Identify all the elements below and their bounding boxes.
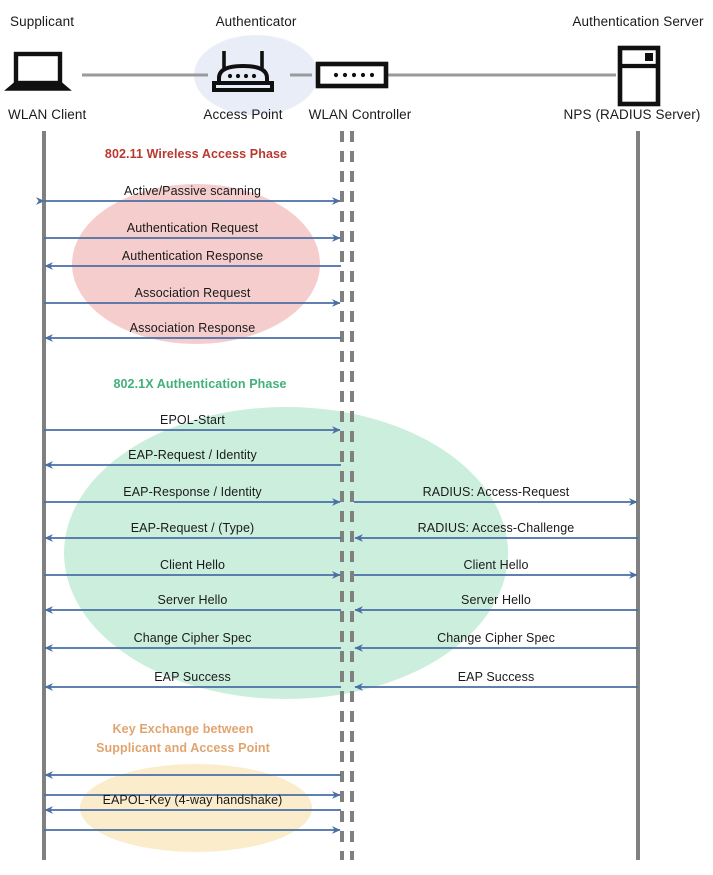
- phase-title-8021x: 802.1X Authentication Phase: [113, 377, 287, 391]
- message-label: Authentication Request: [126, 221, 259, 235]
- message-label: EAP-Response / Identity: [123, 485, 262, 499]
- message-label: RADIUS: Access-Request: [422, 485, 570, 499]
- phase-ellipse-key-exchange: [80, 764, 312, 852]
- message-label: Association Response: [129, 321, 256, 335]
- phase-title-key-exchange-line2: Supplicant and Access Point: [96, 741, 270, 755]
- message-label: EAPOL-Key (4-way handshake): [102, 793, 283, 807]
- message-label: Client Hello: [463, 558, 529, 572]
- message-label: Server Hello: [157, 593, 228, 607]
- message-label: Client Hello: [159, 558, 226, 572]
- laptop-icon: [4, 51, 72, 91]
- controller-icon: [315, 61, 389, 89]
- actor-role-supplicant: Supplicant: [10, 14, 75, 29]
- message-label: EPOL-Start: [160, 413, 225, 427]
- message-arrows: [36, 197, 638, 834]
- actor-role-authenticator: Authenticator: [215, 14, 297, 29]
- actor-device-access-point: Access Point: [203, 107, 283, 122]
- message-label: Active/Passive scanning: [123, 184, 262, 198]
- message-label: Change Cipher Spec: [133, 631, 252, 645]
- phase-ellipse-80211: [72, 184, 320, 344]
- actor-device-wlan-client: WLAN Client: [8, 107, 87, 122]
- message-label: Association Request: [134, 286, 251, 300]
- phase-ellipse-8021x: [64, 407, 508, 699]
- message-label: Change Cipher Spec: [437, 631, 555, 645]
- actor-device-nps: NPS (RADIUS Server): [563, 107, 701, 122]
- message-label: EAP-Request / (Type): [130, 521, 255, 535]
- phase-title-key-exchange-line1: Key Exchange between: [112, 722, 254, 736]
- wireless-router-icon: [212, 51, 274, 92]
- message-label: EAP Success: [457, 670, 535, 684]
- server-icon: [617, 45, 661, 107]
- message-label: Server Hello: [461, 593, 531, 607]
- phase-title-80211: 802.11 Wireless Access Phase: [104, 147, 288, 161]
- actor-role-auth-server: Authentication Server: [572, 14, 704, 29]
- message-label: Authentication Response: [121, 249, 264, 263]
- message-label: EAP-Request / Identity: [128, 448, 257, 462]
- message-label: EAP Success: [154, 670, 231, 684]
- actor-device-wlan-controller: WLAN Controller: [308, 107, 412, 122]
- message-label: RADIUS: Access-Challenge: [417, 521, 575, 535]
